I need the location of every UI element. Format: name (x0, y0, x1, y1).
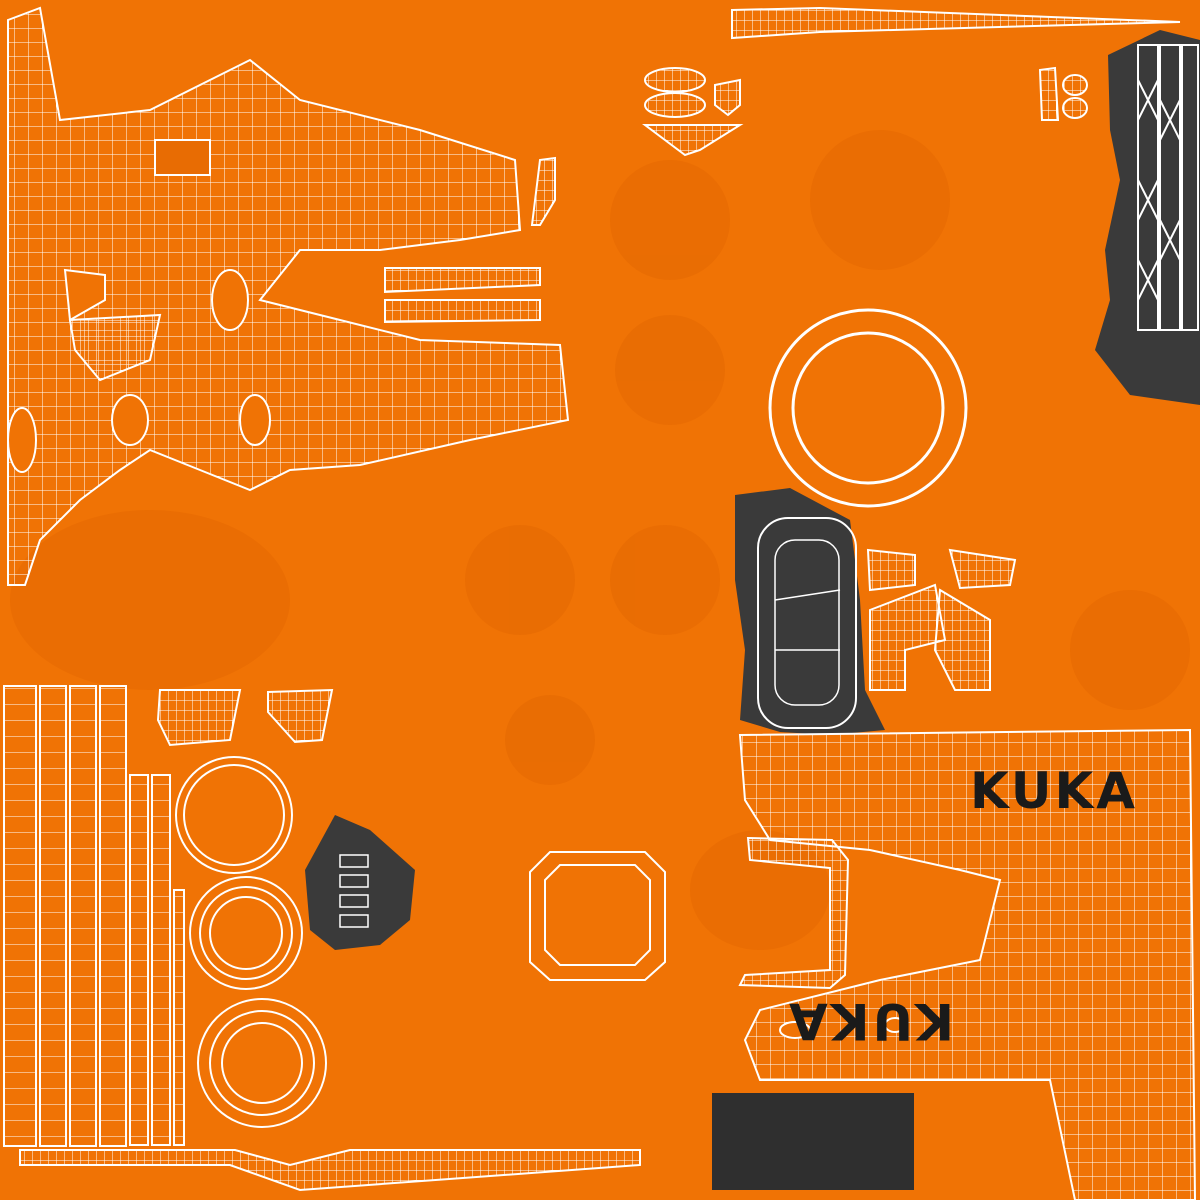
baked-shading (10, 130, 1190, 950)
curved-uv-pieces (156, 688, 334, 747)
dark-label-plate (712, 1093, 914, 1190)
dark-connector-patch (305, 815, 415, 950)
column-uv-strips (3, 685, 185, 1147)
kuka-logo-mirrored: KUKA (786, 992, 954, 1050)
dark-cable-channel (1095, 30, 1200, 405)
top-strip-uv-island (731, 6, 1181, 40)
bottom-rings (175, 756, 327, 1128)
arm-shell-uv-island (7, 6, 570, 586)
ring-uv-island (768, 308, 968, 508)
dark-housing-patch (735, 488, 885, 735)
small-uv-pieces-top (384, 66, 1088, 324)
bracket-strip (738, 836, 850, 990)
kuka-logo: KUKA (970, 762, 1138, 820)
octagon-frame (529, 851, 666, 981)
bottom-strip-uv-island (19, 1149, 641, 1192)
arm-side-shell (738, 728, 1197, 1200)
elbow-uv-pieces (866, 548, 1017, 691)
